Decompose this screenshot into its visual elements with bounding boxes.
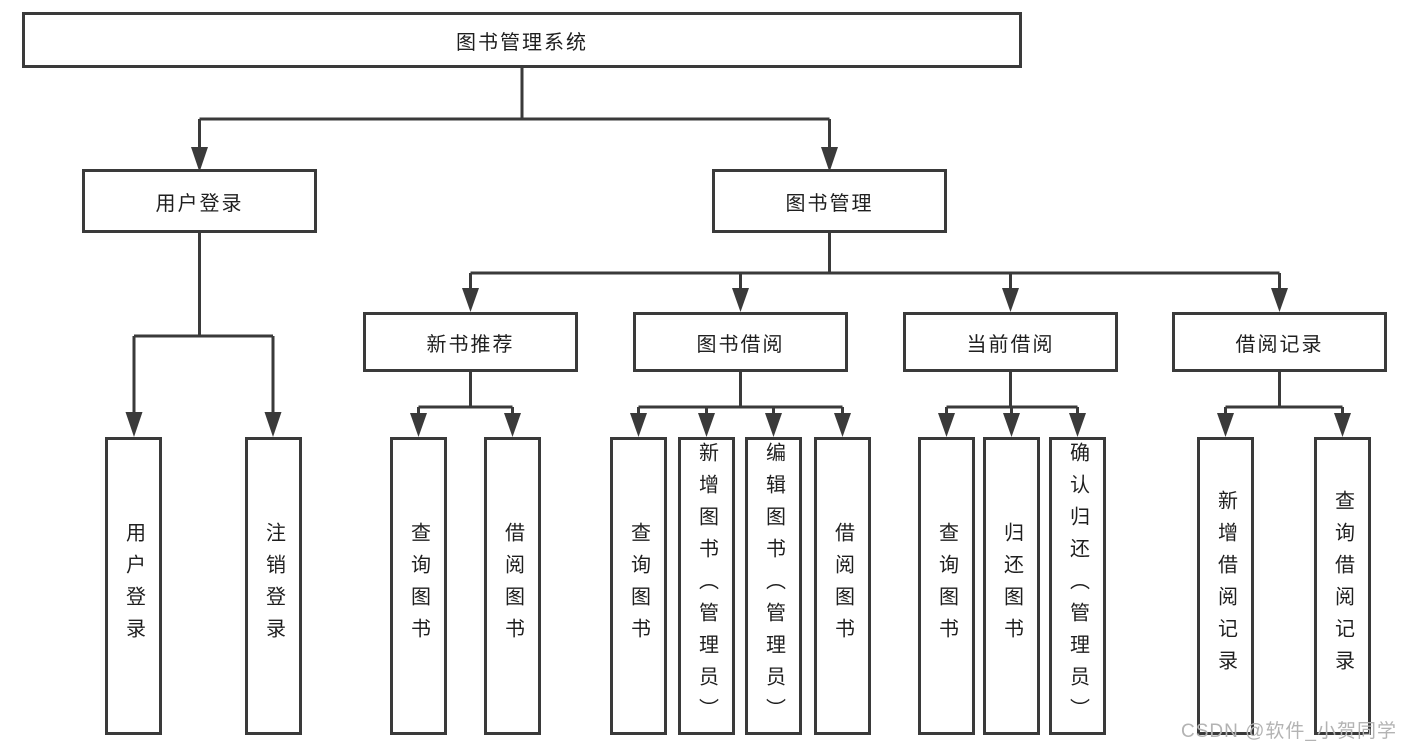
- leaf-newbook-query-books: 查询图书: [390, 437, 447, 735]
- node-user-login: 用户登录: [82, 169, 317, 233]
- connector-new-book-branch: [410, 370, 521, 437]
- node-book-management: 图书管理: [712, 169, 947, 233]
- connector-user-login-branch: [125, 231, 282, 437]
- connector-book-borrow-branch: [630, 370, 851, 437]
- leaf-records-add-record: 新增借阅记录: [1197, 437, 1254, 735]
- leaf-records-query-record: 查询借阅记录: [1314, 437, 1371, 735]
- node-new-book-recommend: 新书推荐: [363, 312, 578, 372]
- leaf-current-return-books: 归还图书: [983, 437, 1040, 735]
- node-root-system: 图书管理系统: [22, 12, 1022, 68]
- connector-book-management-branch: [462, 231, 1288, 312]
- leaf-logout-login: 注销登录: [245, 437, 302, 735]
- connector-root-to-level2: [191, 67, 838, 172]
- node-book-borrow: 图书借阅: [633, 312, 848, 372]
- leaf-newbook-borrow-books: 借阅图书: [484, 437, 541, 735]
- leaf-borrow-query-books: 查询图书: [610, 437, 667, 735]
- leaf-current-query-books: 查询图书: [918, 437, 975, 735]
- leaf-borrow-borrow-books: 借阅图书: [814, 437, 871, 735]
- leaf-borrow-edit-books-admin: 编辑图书（管理员）: [745, 437, 802, 735]
- leaf-borrow-add-books-admin: 新增图书（管理员）: [678, 437, 735, 735]
- node-borrow-records: 借阅记录: [1172, 312, 1387, 372]
- connector-borrow-records-branch: [1217, 370, 1351, 437]
- csdn-watermark: CSDN @软件_小贺同学: [1181, 721, 1397, 742]
- connector-current-borrow-branch: [938, 370, 1086, 437]
- leaf-user-login: 用户登录: [105, 437, 162, 735]
- node-current-borrow: 当前借阅: [903, 312, 1118, 372]
- leaf-current-confirm-return-admin: 确认归还（管理员）: [1049, 437, 1106, 735]
